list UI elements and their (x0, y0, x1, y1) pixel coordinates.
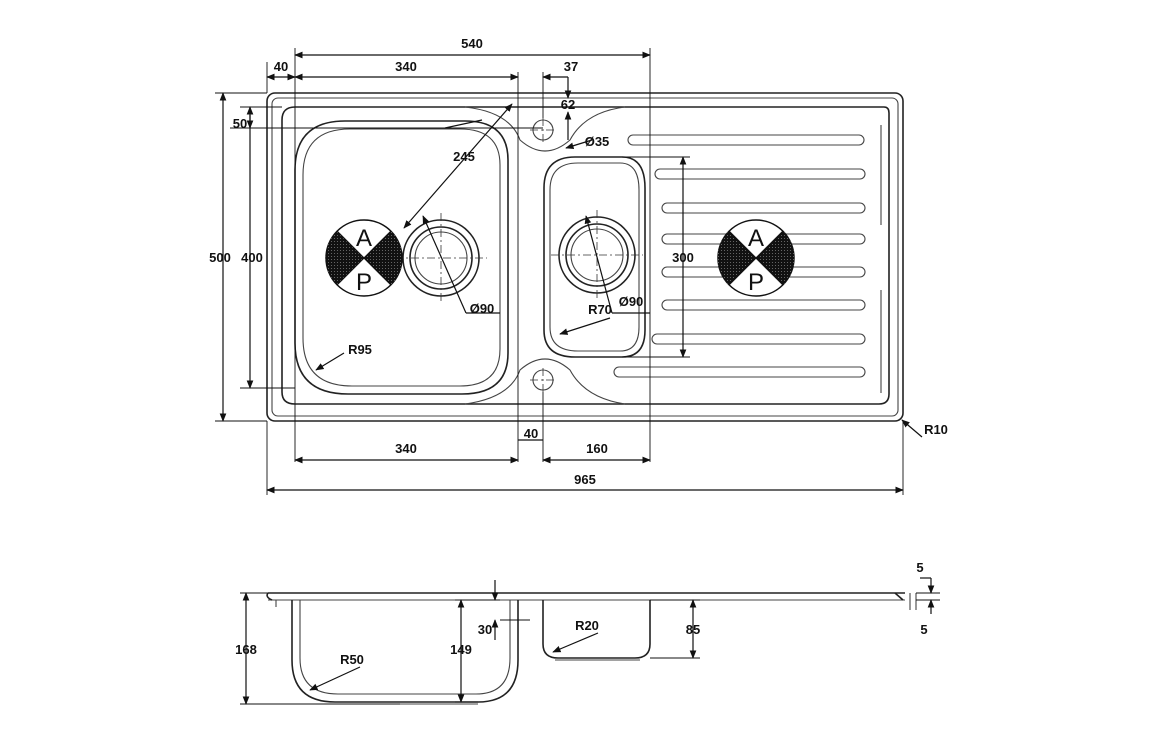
dim-rim-thickness-top: 5 (916, 560, 923, 575)
dim-overall-width: 965 (574, 472, 596, 487)
main-bowl-profile (291, 600, 519, 703)
sink-outer-rim (266, 92, 904, 422)
dim-divider-width: 40 (524, 426, 538, 441)
marker-letter-a: A (748, 225, 764, 252)
half-bowl-inner (549, 162, 640, 352)
half-bowl-profile (542, 600, 651, 659)
dim-half-bowl-height: 85 (686, 622, 700, 637)
dim-tap-depth: 62 (561, 97, 575, 112)
dim-main-bowl-height: 149 (450, 642, 472, 657)
dim-rim-thickness-bottom: 5 (920, 622, 927, 637)
section-view: 168 R50 149 30 R20 85 5 5 (235, 560, 940, 705)
dim-radius-20: R20 (575, 618, 599, 633)
dim-overall-height: 168 (235, 642, 257, 657)
marker-letter-p: P (748, 269, 764, 296)
dim-main-bowl-width: 340 (395, 59, 417, 74)
dim-waste-right: Ø90 (619, 294, 644, 309)
dim-radius-10: R10 (924, 422, 948, 437)
dim-rim-left: 40 (274, 59, 288, 74)
marker-letter-a: A (356, 225, 372, 252)
dim-radius-70: R70 (588, 302, 612, 317)
position-marker-right: A P (717, 219, 795, 297)
basin-flange (281, 106, 890, 405)
dim-main-bowl-width-bottom: 340 (395, 441, 417, 456)
marker-letter-p: P (356, 269, 372, 296)
dim-bowl-depth: 400 (241, 250, 263, 265)
plan-view: A P A P (209, 36, 948, 495)
dim-radius-50: R50 (340, 652, 364, 667)
dim-half-bowl-depth: 300 (672, 250, 694, 265)
dim-radius-95: R95 (348, 342, 372, 357)
dim-waste-left: Ø90 (470, 301, 495, 316)
dim-overall-depth: 500 (209, 250, 231, 265)
dim-tap-hole: Ø35 (585, 134, 610, 149)
dim-flange-top: 50 (233, 116, 247, 131)
overflow-bottom-channel (464, 358, 626, 405)
sink-inner-rim (271, 97, 899, 417)
position-marker-left: A P (325, 219, 403, 297)
dim-30: 30 (478, 622, 492, 637)
dim-tap-offset: 37 (564, 59, 578, 74)
dim-overall-bowls: 540 (461, 36, 483, 51)
dim-245: 245 (453, 149, 475, 164)
dim-half-bowl-width: 160 (586, 441, 608, 456)
